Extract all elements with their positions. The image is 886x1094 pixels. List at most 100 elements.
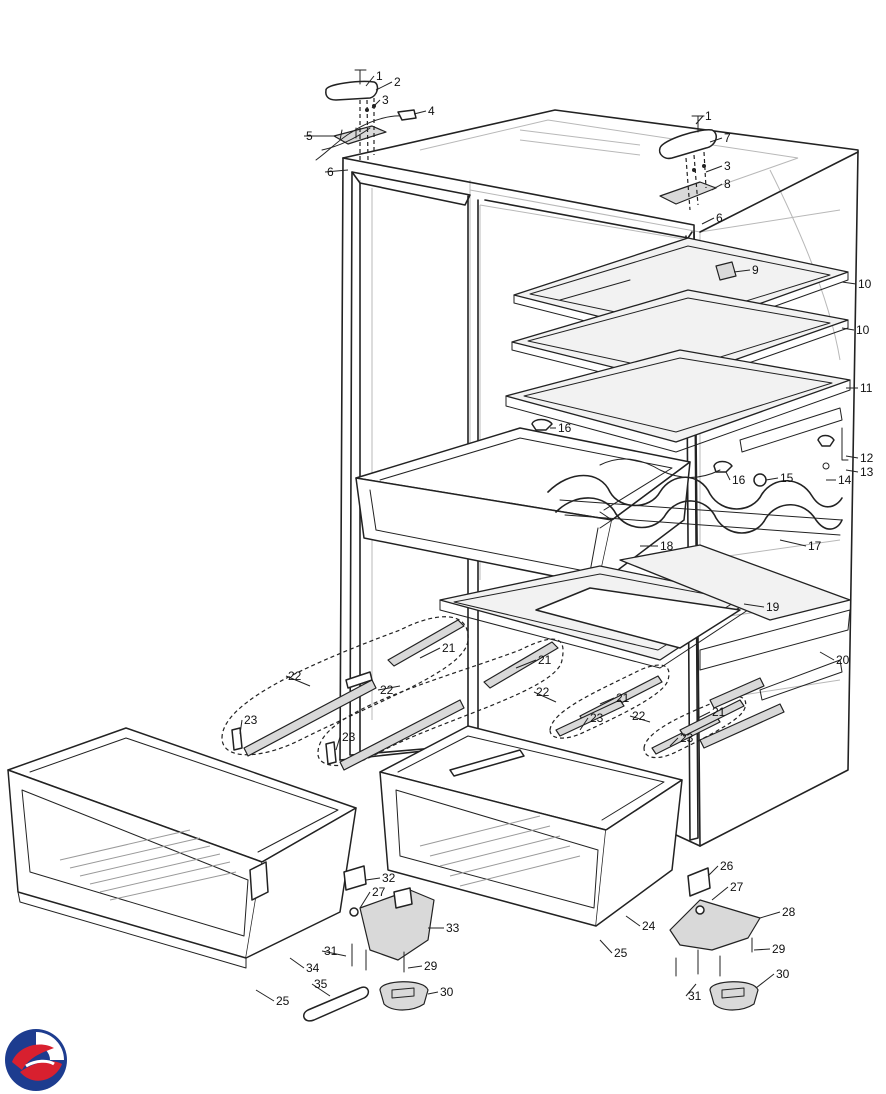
part-number-label: 26 [720,859,734,873]
part-number-label: 29 [424,959,438,973]
callout-leader [321,950,347,957]
part-number-label: 7 [724,131,731,145]
callout-leader [365,877,381,881]
part-number-label: 10 [856,323,870,337]
part-number-label: 23 [680,731,694,745]
part-number-label: 3 [382,93,389,107]
part-number-label: 28 [782,905,796,919]
slide-rail-group-left [221,616,469,757]
callout-leader [255,989,275,1002]
callout-leader [324,169,349,173]
callout-leader [765,477,779,481]
callout-leader [375,81,393,91]
shelf-bracket-parts [531,418,849,487]
part-number-label: 32 [382,871,396,885]
callout-leader [335,736,341,751]
right-side-rails [699,677,785,749]
part-number-label: 2 [394,75,401,89]
callout-leader [705,165,723,173]
wine-rack [547,458,843,536]
part-number-label: 11 [860,381,873,395]
part-number-label: 4 [428,104,435,118]
part-number-label: 18 [660,539,674,553]
callout-leader [711,886,729,901]
part-number-label: 25 [276,994,290,1008]
callout-leader [371,99,381,109]
crisper-drawer-left [7,727,357,969]
callout-leader [413,110,427,115]
callout-leader [819,651,835,661]
part-number-label: 33 [446,921,460,935]
part-number-label: 19 [766,600,780,614]
part-number-label: 12 [860,451,874,465]
part-number-label: 21 [712,705,726,719]
part-number-label: 25 [614,946,628,960]
deli-drawer [355,427,691,586]
callout-leader [695,115,704,125]
part-number-label: 31 [688,989,702,1003]
callout-leader [239,719,243,735]
part-number-label: 27 [372,885,386,899]
callout-leader [311,983,331,997]
part-number-label: 21 [538,653,552,667]
slide-rail-group-center [317,638,564,771]
part-number-label: 20 [836,653,850,667]
part-number-label: 15 [780,471,794,485]
wire-clip [397,109,417,121]
callout-leader [753,948,771,951]
callout-leader [515,659,537,669]
part-number-label: 29 [772,942,786,956]
brand-swirl-logo [5,1029,67,1091]
glass-shelf-lower [505,349,851,453]
part-number-label: 17 [808,539,822,553]
callout-leader [733,269,751,273]
callout-leader [845,455,859,459]
part-number-label: 23 [244,713,258,727]
hinge-cover-right [658,129,717,160]
part-number-label: 22 [536,685,550,699]
part-number-label: 3 [724,159,731,173]
hinge-plate-right [659,181,717,205]
part-number-label: 23 [342,730,356,744]
callout-leader [427,991,439,995]
callout-leader [579,717,589,731]
callout-leader [669,737,679,747]
callout-leader [779,539,807,547]
crisper-drawer-right [379,725,683,927]
part-number-label: 27 [730,880,744,894]
callout-leader [709,137,723,143]
part-number-label: 24 [642,919,656,933]
callout-leader [359,891,371,909]
hinge-cover-left [325,80,379,101]
callout-leader [625,915,641,927]
part-number-label: 21 [442,641,456,655]
part-number-label: 8 [724,177,731,191]
callout-leader [285,675,311,687]
callout-leader [289,957,305,969]
top-left-hinge-assembly [315,69,417,161]
part-number-label: 21 [616,691,630,705]
part-number-label: 16 [558,421,572,435]
part-number-label: 1 [705,109,712,123]
callout-leader [755,973,775,989]
right-foot-assembly [669,867,761,1011]
part-number-label: 6 [327,165,334,179]
part-number-label: 22 [288,669,302,683]
callout-leader [419,647,441,659]
crisper-cover-shelf [439,565,755,669]
left-foot-assembly [303,865,435,1022]
part-number-label: 35 [314,977,328,991]
callout-leader [707,865,719,877]
callout-leader [685,983,697,997]
top-right-hinge-assembly [658,115,717,211]
callout-leader [759,911,781,919]
part-number-label: 13 [860,465,874,479]
callout-leader [743,603,765,608]
callout-leader [701,217,715,225]
part-number-label: 34 [306,961,320,975]
part-number-label: 30 [776,967,790,981]
callout-leader [599,697,615,705]
callout-leader [725,471,731,481]
part-number-label: 31 [324,944,338,958]
callout-leader [841,281,857,285]
